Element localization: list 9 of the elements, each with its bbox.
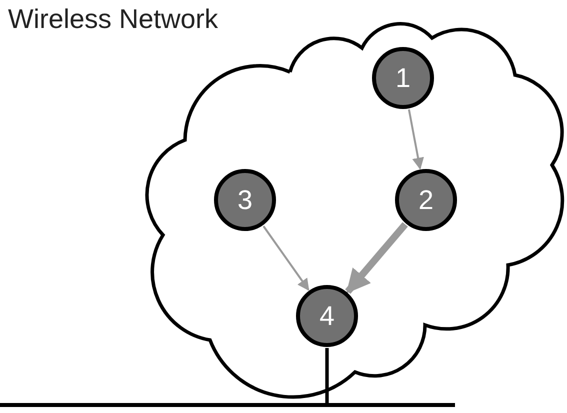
connector-line <box>325 348 329 403</box>
arrow <box>408 109 424 170</box>
arrow <box>345 222 408 294</box>
node-circle: 4 <box>296 285 358 347</box>
node-circle: 3 <box>214 169 276 231</box>
arrow <box>262 226 310 291</box>
node-circle: 2 <box>395 169 457 231</box>
node-circle: 1 <box>372 47 434 109</box>
network-title: Wireless Network <box>8 4 218 35</box>
